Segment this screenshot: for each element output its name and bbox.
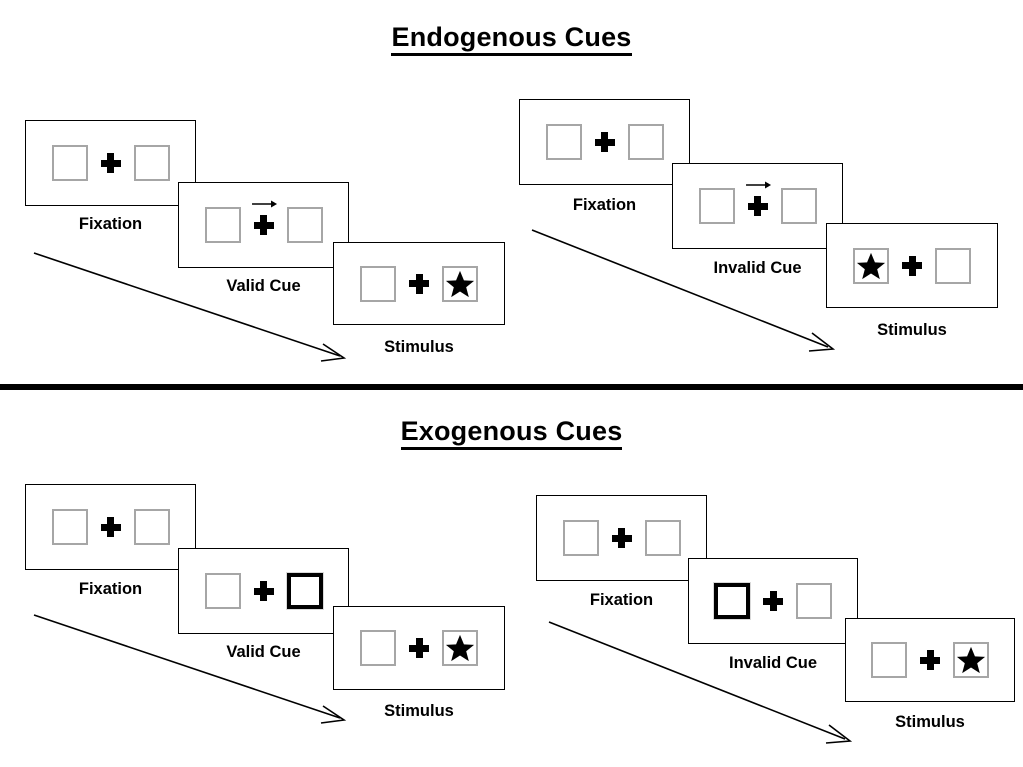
panel-endogenous-invalid-stimulus bbox=[826, 223, 998, 308]
caption-exogenous-valid-cue: Valid Cue bbox=[226, 643, 301, 661]
caption-exogenous-invalid-cue: Invalid Cue bbox=[728, 654, 818, 672]
caption-exogenous-valid-fixation: Fixation bbox=[78, 580, 143, 598]
panel-content bbox=[204, 573, 323, 609]
right-placeholder-box bbox=[133, 145, 170, 181]
caption-endogenous-invalid-cue: Invalid Cue bbox=[713, 259, 802, 277]
plus-icon bbox=[100, 517, 121, 537]
left-placeholder-box bbox=[204, 207, 241, 243]
panel-endogenous-valid-cue bbox=[178, 182, 349, 268]
panel-exogenous-invalid-fixation bbox=[536, 495, 707, 581]
panel-endogenous-invalid-cue bbox=[672, 163, 843, 249]
right-placeholder-box bbox=[780, 188, 817, 224]
highlighted-box-icon bbox=[714, 583, 750, 619]
plus-icon bbox=[409, 273, 429, 294]
panel-content bbox=[871, 642, 989, 678]
panel-exogenous-valid-cue bbox=[178, 548, 349, 634]
left-placeholder-box bbox=[871, 642, 907, 678]
star-icon bbox=[956, 645, 986, 675]
panel-content bbox=[562, 520, 681, 556]
panel-endogenous-valid-fixation bbox=[25, 120, 196, 206]
section-title-exogenous-text: Exogenous Cues bbox=[400, 416, 623, 450]
fixation-cross-wrap bbox=[902, 255, 922, 276]
right-placeholder-box bbox=[644, 520, 681, 556]
plus-icon bbox=[100, 153, 121, 173]
left-placeholder-box bbox=[562, 520, 599, 556]
plus-icon bbox=[920, 650, 940, 670]
panel-content bbox=[51, 509, 170, 545]
fixation-cross-wrap bbox=[251, 200, 277, 235]
right-placeholder-box bbox=[796, 583, 832, 619]
right-placeholder-box bbox=[627, 124, 664, 160]
star-icon bbox=[856, 251, 886, 281]
caption-exogenous-invalid-fixation: Fixation bbox=[589, 591, 654, 609]
fixation-cross-wrap bbox=[409, 638, 429, 658]
plus-icon bbox=[611, 528, 632, 548]
plus-icon bbox=[902, 255, 922, 276]
left-placeholder-box bbox=[360, 265, 396, 302]
fixation-cross-wrap bbox=[100, 517, 121, 537]
right-placeholder-box bbox=[953, 642, 989, 678]
plus-icon bbox=[253, 215, 274, 235]
right-placeholder-box bbox=[935, 247, 971, 284]
star-icon bbox=[445, 269, 475, 299]
plus-icon bbox=[253, 581, 274, 601]
highlighted-box-icon bbox=[286, 573, 323, 609]
section-divider bbox=[0, 384, 1023, 390]
section-title-endogenous-text: Endogenous Cues bbox=[391, 22, 632, 56]
panel-content bbox=[853, 247, 971, 284]
right-placeholder-box bbox=[286, 207, 323, 243]
fixation-cross-wrap bbox=[409, 273, 429, 294]
panel-content bbox=[714, 583, 832, 619]
caption-endogenous-valid-stimulus: Stimulus bbox=[384, 338, 454, 356]
arrow-right-icon bbox=[745, 180, 772, 191]
left-placeholder-box bbox=[51, 145, 88, 181]
left-placeholder-box bbox=[360, 630, 396, 666]
section-title-exogenous: Exogenous Cues bbox=[0, 416, 1023, 450]
panel-content bbox=[51, 145, 170, 181]
right-placeholder-box bbox=[133, 509, 170, 545]
arrow-right-icon bbox=[251, 199, 278, 210]
left-placeholder-box bbox=[545, 124, 582, 160]
panel-exogenous-invalid-stimulus bbox=[845, 618, 1015, 702]
panel-endogenous-valid-stimulus bbox=[333, 242, 505, 325]
panel-content bbox=[698, 181, 817, 224]
panel-endogenous-invalid-fixation bbox=[519, 99, 690, 185]
caption-endogenous-invalid-fixation: Fixation bbox=[572, 196, 637, 214]
plus-icon bbox=[747, 196, 768, 216]
panel-content bbox=[545, 124, 664, 160]
panel-content bbox=[204, 200, 323, 243]
fixation-cross-wrap bbox=[763, 591, 783, 611]
panel-exogenous-invalid-cue bbox=[688, 558, 858, 644]
fixation-cross-wrap bbox=[745, 181, 771, 216]
panel-content bbox=[360, 630, 478, 666]
right-placeholder-box bbox=[442, 265, 478, 302]
caption-endogenous-invalid-stimulus: Stimulus bbox=[877, 321, 947, 339]
left-placeholder-box bbox=[204, 573, 241, 609]
fixation-cross-wrap bbox=[611, 528, 632, 548]
caption-exogenous-valid-stimulus: Stimulus bbox=[384, 702, 454, 720]
plus-icon bbox=[409, 638, 429, 658]
caption-exogenous-invalid-stimulus: Stimulus bbox=[895, 713, 965, 731]
panel-exogenous-valid-stimulus bbox=[333, 606, 505, 690]
panel-exogenous-valid-fixation bbox=[25, 484, 196, 570]
fixation-cross-wrap bbox=[253, 581, 274, 601]
caption-endogenous-valid-fixation: Fixation bbox=[78, 215, 143, 233]
star-icon bbox=[445, 633, 475, 663]
caption-endogenous-valid-cue: Valid Cue bbox=[226, 277, 301, 295]
left-placeholder-box bbox=[853, 247, 889, 284]
fixation-cross-wrap bbox=[100, 153, 121, 173]
plus-icon bbox=[763, 591, 783, 611]
fixation-cross-wrap bbox=[920, 650, 940, 670]
left-placeholder-box bbox=[698, 188, 735, 224]
section-title-endogenous: Endogenous Cues bbox=[0, 22, 1023, 56]
plus-icon bbox=[594, 132, 615, 152]
fixation-cross-wrap bbox=[594, 132, 615, 152]
right-placeholder-box bbox=[442, 630, 478, 666]
left-placeholder-box bbox=[51, 509, 88, 545]
panel-content bbox=[360, 265, 478, 302]
